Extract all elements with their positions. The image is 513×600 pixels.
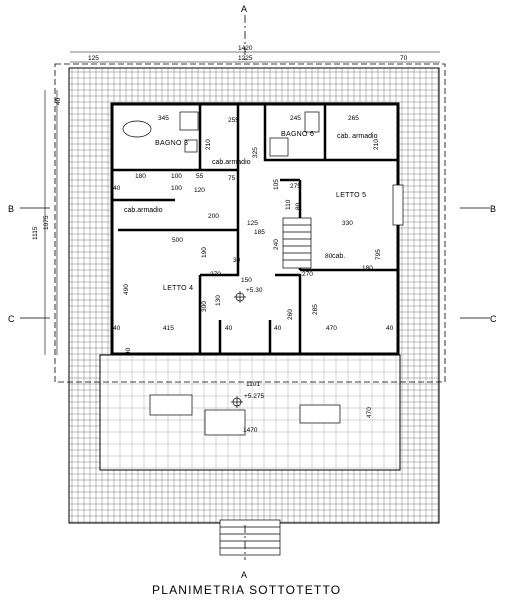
dim-55: 55 bbox=[196, 173, 204, 180]
dimension-lines bbox=[44, 51, 440, 355]
dim-left-top: 40 bbox=[55, 97, 62, 105]
dim-40a: 40 bbox=[113, 325, 121, 332]
dim-80b: 80 bbox=[325, 253, 333, 260]
dim-130: 130 bbox=[215, 295, 222, 306]
dim-105: 105 bbox=[273, 179, 280, 190]
dim-270b: 270 bbox=[302, 271, 313, 278]
terrace-floor bbox=[99, 354, 401, 471]
dim-top-mid: 1225 bbox=[238, 55, 253, 62]
dashed-outline bbox=[54, 63, 446, 383]
dim-100b: 100 bbox=[171, 185, 182, 192]
dim-30: 30 bbox=[233, 257, 241, 264]
dim-40b: 40 bbox=[225, 325, 233, 332]
dim-110: 110 bbox=[285, 199, 292, 210]
room-cab-armadio-right: cab. armadio bbox=[337, 133, 378, 140]
dim-245: 245 bbox=[290, 115, 301, 122]
drawing-title: PLANIMETRIA SOTTOTETTO bbox=[152, 583, 341, 597]
dim-265: 265 bbox=[348, 115, 359, 122]
dim-325: 325 bbox=[252, 147, 259, 158]
dim-40d: 40 bbox=[386, 325, 394, 332]
dim-415: 415 bbox=[163, 325, 174, 332]
dim-490: 490 bbox=[123, 284, 130, 295]
dim-470b: 470 bbox=[366, 407, 373, 418]
dim-120: 120 bbox=[194, 187, 205, 194]
section-c-left-label: C bbox=[8, 314, 15, 324]
dim-150: 150 bbox=[241, 277, 252, 284]
room-bagno-3: BAGNO 3 bbox=[155, 140, 188, 147]
interior-walls bbox=[112, 104, 398, 355]
dim-40c: 40 bbox=[274, 325, 282, 332]
dim-left-outer: 1115 bbox=[32, 226, 39, 240]
dim-40e: 40 bbox=[113, 185, 121, 192]
dim-1101: 1101 bbox=[246, 381, 260, 388]
room-cab: cab. bbox=[332, 253, 345, 260]
dim-180a: 180 bbox=[135, 173, 146, 180]
level-symbols bbox=[231, 291, 246, 408]
dim-270a: 270 bbox=[210, 271, 221, 278]
room-cab-armadio-left: cab.armadio bbox=[124, 207, 163, 214]
dim-300: 300 bbox=[201, 301, 208, 312]
dim-125: 125 bbox=[247, 220, 258, 227]
section-b-left-label: B bbox=[8, 204, 14, 214]
dim-left-inner: 1075 bbox=[43, 215, 50, 230]
dim-180b: 180 bbox=[362, 265, 373, 272]
level-terrace: +5.275 bbox=[244, 393, 264, 400]
dim-260: 260 bbox=[287, 309, 294, 320]
bathroom-fixtures bbox=[122, 111, 404, 226]
section-c-right-label: C bbox=[490, 314, 497, 324]
room-letto-5: LETTO 5 bbox=[336, 192, 366, 199]
dim-75: 75 bbox=[228, 175, 236, 182]
section-a-top-label: A bbox=[241, 4, 247, 14]
terrace-furniture bbox=[149, 394, 341, 436]
section-a-bottom-label: A bbox=[241, 570, 247, 580]
dim-top-total: 1420 bbox=[238, 45, 253, 52]
dim-275: 275 bbox=[290, 183, 301, 190]
room-cab-armadio-top: cab.armadio bbox=[212, 159, 251, 166]
dim-255: 255 bbox=[228, 117, 239, 124]
room-bagno-6: BAGNO 6 bbox=[281, 131, 314, 138]
dim-90: 90 bbox=[125, 347, 132, 355]
dim-330: 330 bbox=[342, 220, 353, 227]
room-letto-4: LETTO 4 bbox=[163, 285, 193, 292]
dim-1470: 1470 bbox=[243, 427, 258, 434]
dim-210a: 210 bbox=[205, 139, 212, 150]
dim-345: 345 bbox=[158, 115, 169, 122]
dim-100a: 100 bbox=[171, 173, 182, 180]
dim-285: 285 bbox=[312, 304, 319, 315]
dim-top-left: 125 bbox=[88, 55, 99, 62]
dim-190: 190 bbox=[201, 247, 208, 258]
dim-top-right: 70 bbox=[400, 55, 408, 62]
dim-240: 240 bbox=[273, 239, 280, 250]
section-b-right-label: B bbox=[490, 204, 496, 214]
dim-500: 500 bbox=[172, 237, 183, 244]
dim-795: 795 bbox=[375, 249, 382, 260]
dim-80: 80 bbox=[295, 202, 302, 210]
stairs bbox=[219, 217, 312, 556]
dim-200: 200 bbox=[208, 213, 219, 220]
dim-470a: 470 bbox=[326, 325, 337, 332]
dim-210b: 210 bbox=[373, 139, 380, 150]
dim-185: 185 bbox=[254, 229, 265, 236]
level-upper: +5.30 bbox=[246, 287, 263, 294]
